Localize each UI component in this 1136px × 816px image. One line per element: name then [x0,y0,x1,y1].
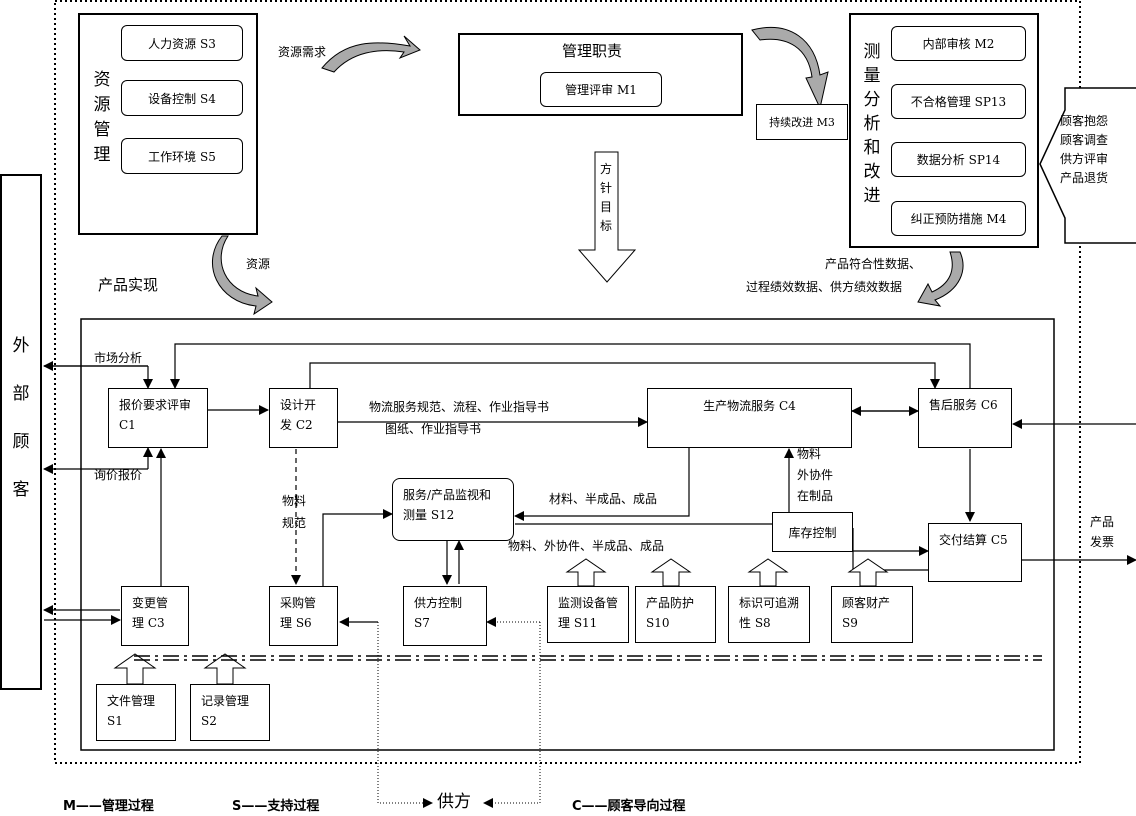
data-analysis-box: 数据分析 SP14 [891,142,1026,177]
quote-review-box: 报价要求评审 C1 [108,388,208,448]
product-protect-box: 产品防护 S10 [635,586,716,643]
legend-s: S——支持过程 [232,799,320,814]
internal-audit-box: 内部审核 M2 [891,26,1026,61]
product-invoice-label: 产品 发票 [1090,515,1115,549]
monitor-equip-box: 监测设备管理 S11 [547,586,629,643]
purchasing-box: 采购管理 S6 [269,586,338,646]
delivery-box: 交付结算 C5 [928,523,1022,582]
materials-wip-label: 物料、外协件、半成品、成品 [508,539,665,553]
inventory-in-label: 物料 外协件 在制品 [797,447,834,503]
legend-m: M——管理过程 [63,799,154,814]
hr-box: 人力资源 S3 [121,25,243,61]
monitor-box: 服务/产品监视和测量 S12 [392,478,514,541]
supplier-ctrl-box: 供方控制 S7 [403,586,487,646]
logistics-spec-label-2: 图纸、作业指导书 [385,422,482,436]
resource-mgmt-title: 资 源 管 理 [93,70,111,165]
data-label-2: 过程绩效数据、供方绩效数据 [746,280,903,294]
inventory-box: 库存控制 [772,512,853,552]
legend-c: C——顾客导向过程 [572,799,686,814]
environment-box: 工作环境 S5 [121,138,243,174]
design-dev-box: 设计开发 C2 [269,388,338,448]
data-label-1: 产品符合性数据、 [825,257,922,271]
production-box: 生产物流服务 C4 [647,388,852,448]
logistics-spec-label-1: 物流服务规范、流程、作业指导书 [369,400,550,414]
doc-mgmt-box: 文件管理 S1 [96,684,176,741]
mgmt-duty-title: 管理职责 [562,42,623,60]
record-mgmt-box: 记录管理 S2 [190,684,270,741]
equipment-box: 设备控制 S4 [121,80,243,116]
supplier-label: 供方 [437,792,471,812]
external-customer-title: 外 部 顾 客 [12,336,30,500]
traceability-box: 标识可追溯性 S8 [728,586,810,643]
resource-demand-label: 资源需求 [278,45,327,59]
resource-label: 资源 [246,257,271,271]
materials-label: 材料、半成品、成品 [549,492,658,506]
inquiry-label: 询价报价 [94,468,143,482]
external-customer-bar [0,174,42,690]
market-analysis-label: 市场分析 [94,351,143,365]
customer-property-box: 顾客财产 S9 [831,586,913,643]
customer-inputs: 顾客抱怨 顾客调查 供方评审 产品退货 [1060,114,1109,185]
material-spec-label: 物料 规范 [282,494,307,530]
corrective-action-box: 纠正预防措施 M4 [891,201,1026,236]
nonconformity-box: 不合格管理 SP13 [891,84,1026,119]
change-mgmt-box: 变更管理 C3 [121,586,189,646]
continuous-improve-box: 持续改进 M3 [756,104,848,140]
measure-title: 测 量 分 析 和 改 进 [863,42,881,206]
mgmt-review-box: 管理评审 M1 [540,72,662,107]
policy-label: 方 针 目 标 [600,162,613,233]
product-realization-title: 产品实现 [98,276,159,294]
after-sales-box: 售后服务 C6 [918,388,1012,448]
